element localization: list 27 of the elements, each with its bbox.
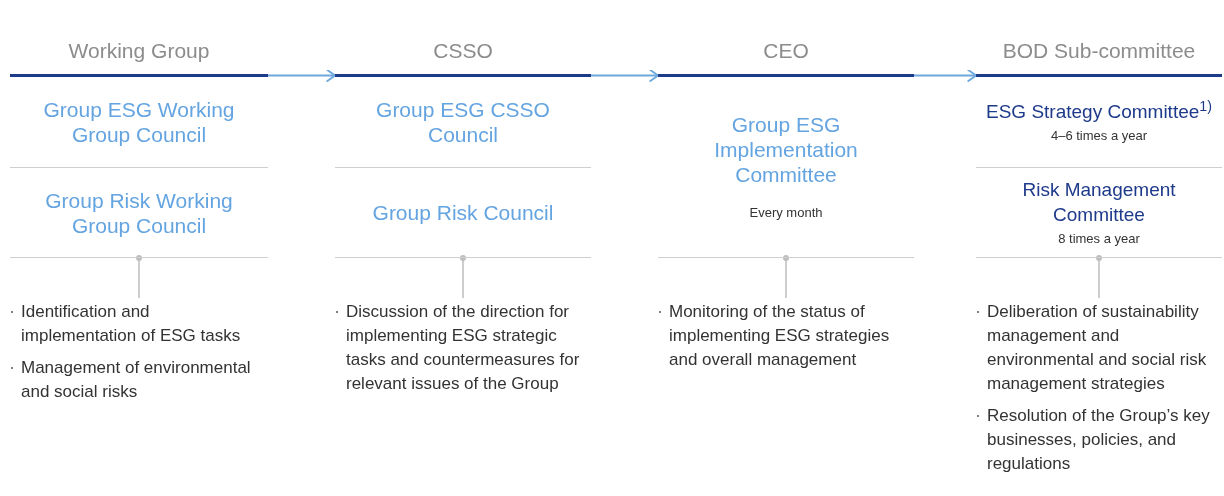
connector-line	[136, 255, 142, 299]
committee-name: Group Risk Council	[372, 200, 554, 225]
bullet-item: Discussion of the direction for implementing ESG strategic tasks and countermeasures for relevant issues of the Group	[335, 300, 591, 396]
connector-line	[783, 255, 789, 299]
column-heading: BOD Sub-committee	[1002, 38, 1196, 64]
committee-name: Group ESG Implementation Committee	[713, 111, 859, 187]
arrow	[267, 68, 336, 83]
connector-line	[460, 255, 466, 299]
arrow	[913, 68, 977, 83]
committee-name: ESG Strategy Committee$^{1)}$	[986, 98, 1212, 124]
bullet-item: Deliberation of sustainability management and environmental and social risk management strategies	[976, 300, 1222, 396]
column-heading: CSSO	[433, 38, 493, 64]
arrow	[590, 68, 659, 83]
column-heading: Working Group	[68, 38, 210, 64]
meeting-frequency: 4–6 times a year	[1050, 126, 1148, 145]
column-heading: CEO	[763, 38, 809, 64]
bullet-item: Monitoring of the status of implementing ESG strategies and overall management	[658, 300, 914, 372]
committee-name: Group Risk Working Group Council	[44, 187, 234, 238]
bullet-item: Management of environmental and social risks	[10, 356, 268, 404]
meeting-frequency: 8 times a year	[1058, 229, 1140, 248]
committee-name: Group ESG Working Group Council	[42, 97, 236, 147]
committee-name: Risk Management Committee	[1021, 177, 1177, 227]
bullet-item: Identification and implementation of ESG tasks	[10, 300, 268, 348]
meeting-frequency: Every month	[749, 203, 823, 222]
connector-line	[1096, 255, 1102, 299]
committee-name: Group ESG CSSO Council	[375, 97, 551, 147]
bullet-item: Resolution of the Group’s key businesses, policies, and regulations	[976, 404, 1222, 476]
